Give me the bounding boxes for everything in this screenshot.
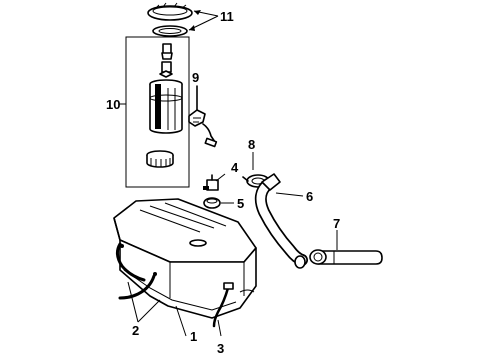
rollover-valve [203, 174, 219, 191]
fuel-pump-module-box [125, 36, 190, 188]
lock-ring-and-seal [147, 2, 193, 37]
callout-4: 4 [231, 160, 239, 175]
callout-3-leader [217, 319, 222, 337]
callout-2-leaders [127, 281, 161, 323]
callout-4-leader [215, 173, 226, 182]
callout-5: 5 [237, 196, 244, 211]
callout-1-leader [175, 305, 187, 337]
tank-straps [115, 242, 157, 300]
callout-3: 3 [217, 341, 224, 356]
fuel-tank [113, 198, 257, 319]
callout-2: 2 [132, 323, 139, 338]
callout-6: 6 [306, 189, 313, 204]
grommet [203, 197, 221, 209]
filler-hose [254, 173, 308, 269]
fuel-sending-unit [188, 85, 218, 148]
callout-10: 10 [106, 97, 120, 112]
callout-1: 1 [190, 329, 197, 344]
callout-11-leaders [188, 10, 219, 31]
callout-6-leader [275, 192, 304, 197]
callout-8: 8 [248, 137, 255, 152]
callout-11: 11 [220, 9, 234, 24]
callout-9: 9 [192, 70, 199, 85]
filler-neck [309, 249, 383, 265]
callout-7: 7 [333, 216, 340, 231]
strap-bolt [212, 282, 234, 328]
